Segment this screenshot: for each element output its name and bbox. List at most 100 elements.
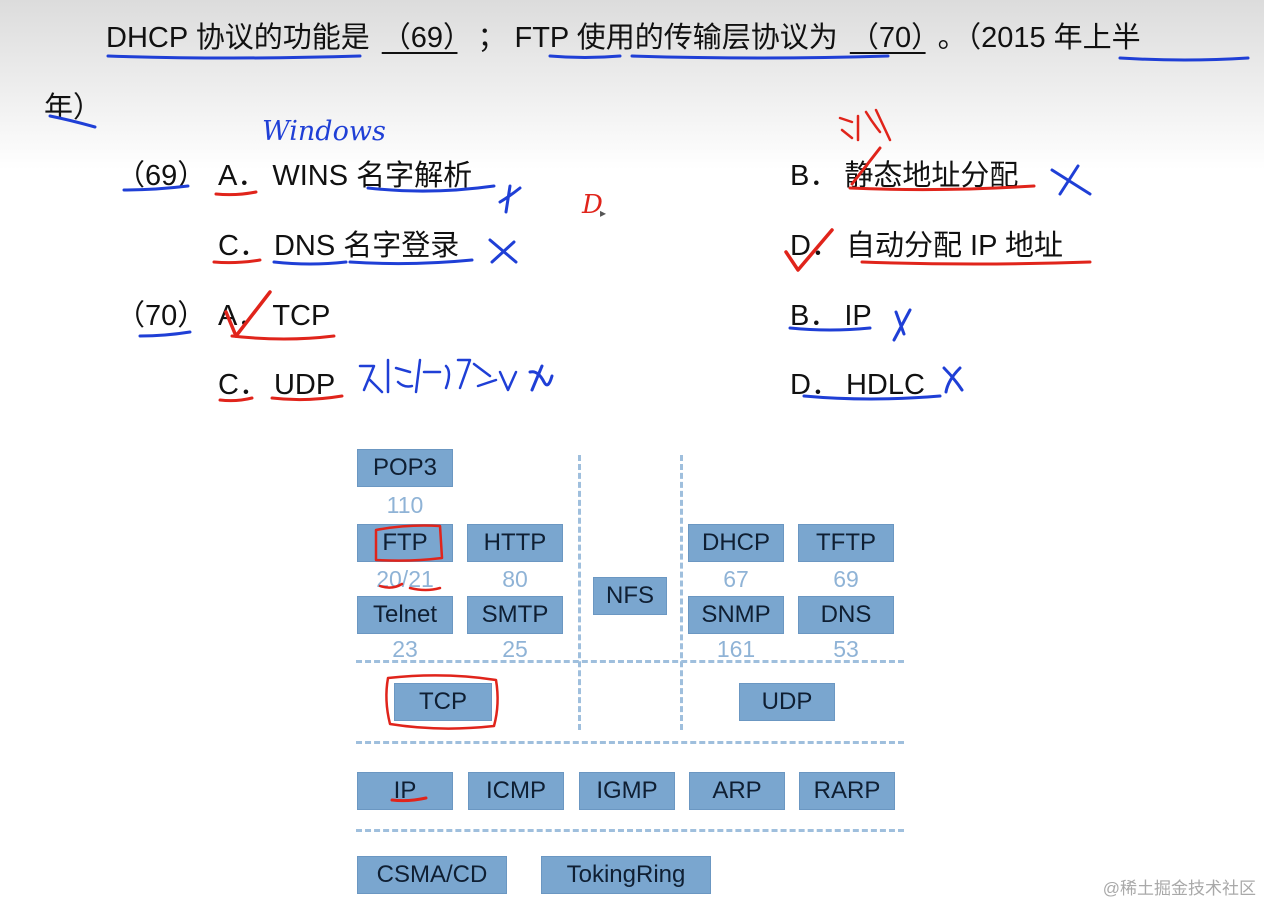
ink-underline [630, 54, 890, 60]
proto-smtp: SMTP [467, 596, 563, 634]
port-telnet: 23 [392, 636, 418, 662]
proto-telnet: Telnet [357, 596, 453, 634]
port-tftp: 69 [833, 566, 859, 592]
ink-underline [548, 54, 622, 59]
proto-ip: IP [357, 772, 453, 810]
ink-underline [1118, 56, 1250, 62]
ink-underline [214, 190, 258, 197]
question-line: DHCP 协议的功能是 （69） ；FTP 使用的传输层协议为 （70） 。（2015 … [106, 14, 1141, 56]
q70-label: （70） [116, 300, 207, 332]
proto-dhcp: DHCP [688, 524, 784, 562]
ink-underline [390, 796, 428, 803]
ink-underline [272, 260, 348, 266]
ink-underline [788, 326, 872, 332]
ink-cross [892, 308, 912, 342]
proto-tokingring: TokingRing [541, 856, 711, 894]
ink-underline [802, 394, 942, 401]
handwriting-windows: Windows [262, 116, 386, 147]
ink-underline [348, 258, 474, 266]
ink-cross [942, 366, 964, 394]
blank-69: （69） [381, 22, 458, 54]
ink-underline [48, 114, 97, 129]
question-part1: DHCP 协议的功能是 [106, 22, 370, 54]
option-text: 自动分配 IP 地址 [845, 230, 1063, 262]
ink-circle-ftp [374, 524, 444, 562]
column-divider [578, 455, 581, 730]
ink-handwriting [444, 358, 518, 392]
q70-option-c: C．UDP [218, 361, 335, 403]
ink-underline [138, 330, 192, 338]
proto-arp: ARP [689, 772, 785, 810]
ink-check [784, 228, 834, 272]
option-letter: C． [218, 230, 268, 262]
question-part2: FTP 使用的传输层协议为 [514, 22, 838, 54]
port-http: 80 [502, 566, 528, 592]
ink-underline [408, 586, 442, 592]
option-letter: B． [790, 160, 839, 192]
ink-handwriting [358, 358, 442, 394]
proto-tcp: TCP [394, 683, 492, 721]
port-smtp: 25 [502, 636, 528, 662]
ink-check [224, 290, 272, 338]
option-letter: D． [790, 230, 840, 262]
q69-option-a: A．WINS 名字解析 [218, 152, 472, 194]
option-text: TCP [272, 300, 331, 332]
ink-underline [378, 582, 404, 589]
proto-http: HTTP [467, 524, 563, 562]
ink-underline [230, 334, 336, 341]
proto-rarp: RARP [799, 772, 895, 810]
mouse-cursor-icon: ▸ [600, 206, 607, 220]
proto-udp: UDP [739, 683, 835, 721]
q69-label: （69） [116, 160, 207, 192]
layer-divider [356, 829, 904, 832]
ink-strike [850, 146, 882, 186]
option-text: IP [844, 300, 872, 332]
ink-underline [860, 260, 1092, 266]
proto-csmacd: CSMA/CD [357, 856, 507, 894]
ink-underline [106, 54, 362, 60]
ink-cross [498, 184, 522, 214]
option-text: HDLC [845, 369, 925, 401]
port-pop3: 110 [386, 492, 424, 518]
option-letter: A． [218, 160, 267, 192]
proto-dns: DNS [798, 596, 894, 634]
watermark: @稀土掘金技术社区 [1102, 879, 1256, 898]
ink-handwriting [838, 108, 892, 142]
ink-underline [270, 394, 344, 402]
q70-option-d: D．HDLC [790, 361, 925, 403]
port-dhcp: 67 [723, 566, 749, 592]
ink-cross [1050, 164, 1092, 196]
proto-igmp: IGMP [579, 772, 675, 810]
question-cont: 年） [44, 92, 103, 124]
ink-underline [366, 184, 496, 193]
layer-divider [356, 741, 904, 744]
ink-underline [848, 184, 1036, 192]
q69-option-d: D．自动分配 IP 地址 [790, 222, 1063, 264]
question-end: 。（2015 年上半 [937, 22, 1141, 54]
port-snmp: 161 [716, 636, 756, 662]
ink-underline [218, 396, 254, 403]
ink-cross [528, 364, 554, 392]
ink-circle-tcp [385, 674, 499, 730]
proto-pop3: POP3 [357, 449, 453, 487]
question-sep: ； [477, 22, 507, 54]
layer-divider [356, 660, 904, 663]
proto-icmp: ICMP [468, 772, 564, 810]
option-text: UDP [273, 369, 336, 401]
ink-cross [488, 238, 518, 264]
q70-option-a: A．TCP [218, 292, 330, 334]
proto-snmp: SNMP [688, 596, 784, 634]
blank-70: （70） [849, 22, 926, 54]
handwriting-d: D [582, 190, 603, 220]
proto-tftp: TFTP [798, 524, 894, 562]
q69-option-b: B．静态地址分配 [790, 152, 1018, 194]
port-dns: 53 [833, 636, 859, 662]
proto-nfs: NFS [593, 577, 667, 615]
option-letter: B． [790, 300, 839, 332]
q70-option-b: B．IP [790, 292, 872, 334]
proto-ftp: FTP [357, 524, 453, 562]
q69-option-c: C．DNS 名字登录 [218, 222, 459, 264]
option-text: WINS 名字解析 [272, 160, 473, 192]
ink-underline [122, 184, 190, 192]
